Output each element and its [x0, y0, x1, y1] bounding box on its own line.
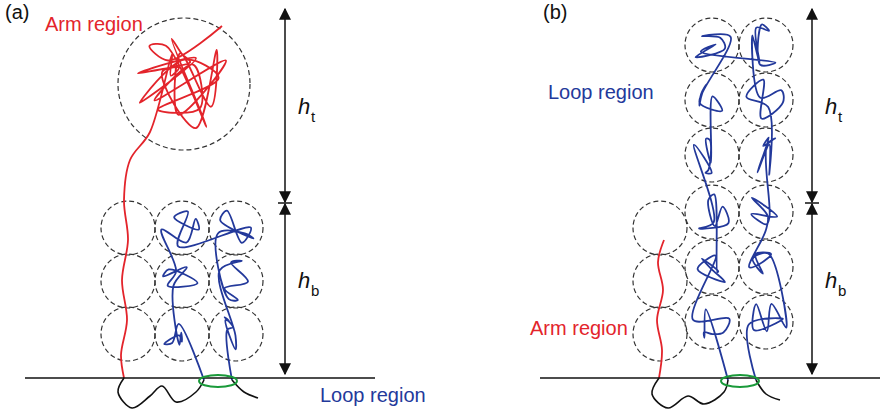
region-label: Arm region [45, 14, 143, 34]
height-arrow [811, 9, 813, 202]
loop-chain [692, 24, 786, 380]
anchor-ring [721, 375, 759, 387]
anchor-chain [756, 380, 780, 400]
height-subscript: t [311, 109, 315, 124]
blob-outline [209, 201, 263, 255]
height-symbol: h [825, 96, 837, 118]
blob-outline [101, 254, 155, 308]
panel-label: (a) [5, 2, 29, 22]
anchor-chain [118, 378, 204, 408]
height-symbol: h [298, 270, 310, 292]
height-subscript: b [838, 283, 846, 298]
blob-outline [633, 201, 687, 255]
grafting-surface [540, 377, 880, 379]
blob-outline [685, 185, 739, 239]
blob-outline [685, 73, 739, 127]
height-arrow [811, 204, 813, 374]
arm-chain [121, 26, 226, 378]
height-symbol: h [825, 270, 837, 292]
region-label: Loop region [548, 82, 654, 102]
loop-chain [161, 211, 253, 380]
region-label: Loop region [320, 385, 426, 405]
height-tick [805, 202, 819, 204]
height-arrow [284, 204, 286, 374]
arm-chain [657, 240, 664, 378]
anchor-ring [199, 375, 237, 387]
blob-outline [739, 73, 793, 127]
blob-outline [633, 254, 687, 308]
panel-label: (b) [543, 2, 567, 22]
blob-outline [101, 307, 155, 361]
height-subscript: t [838, 109, 842, 124]
height-symbol: h [298, 96, 310, 118]
blob-outline [739, 240, 793, 294]
height-subscript: b [311, 283, 319, 298]
height-tick [278, 202, 292, 204]
height-arrow [284, 9, 286, 202]
anchor-chain [652, 378, 728, 408]
blob-outline [155, 254, 209, 308]
region-label: Arm region [530, 318, 628, 338]
